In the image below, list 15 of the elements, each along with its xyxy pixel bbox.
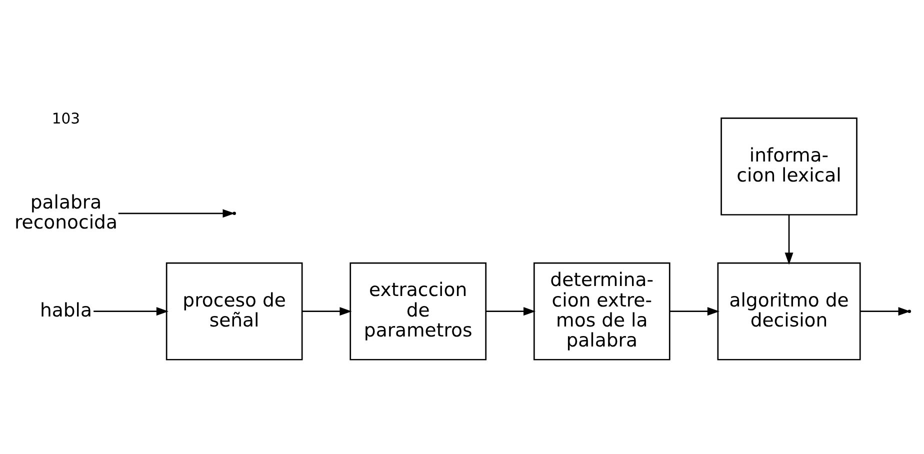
node-box: informa- cion lexical: [720, 117, 858, 215]
arrow: [302, 306, 352, 316]
node-box: algoritmo de decision: [717, 262, 861, 360]
arrow: [860, 306, 910, 316]
arrow: [94, 306, 168, 316]
arrow: [118, 208, 235, 218]
node-box: extraccion de parametros: [350, 262, 487, 360]
arrow: [670, 306, 720, 316]
node-text: palabra reconocida: [14, 192, 118, 233]
arrow: [486, 306, 536, 316]
node-box: determina- cion extre- mos de la palabra: [533, 262, 670, 360]
label: 103: [52, 110, 80, 127]
arrow: [784, 214, 794, 264]
node-box: proceso de señal: [166, 262, 303, 360]
node-text: habla: [40, 300, 92, 321]
